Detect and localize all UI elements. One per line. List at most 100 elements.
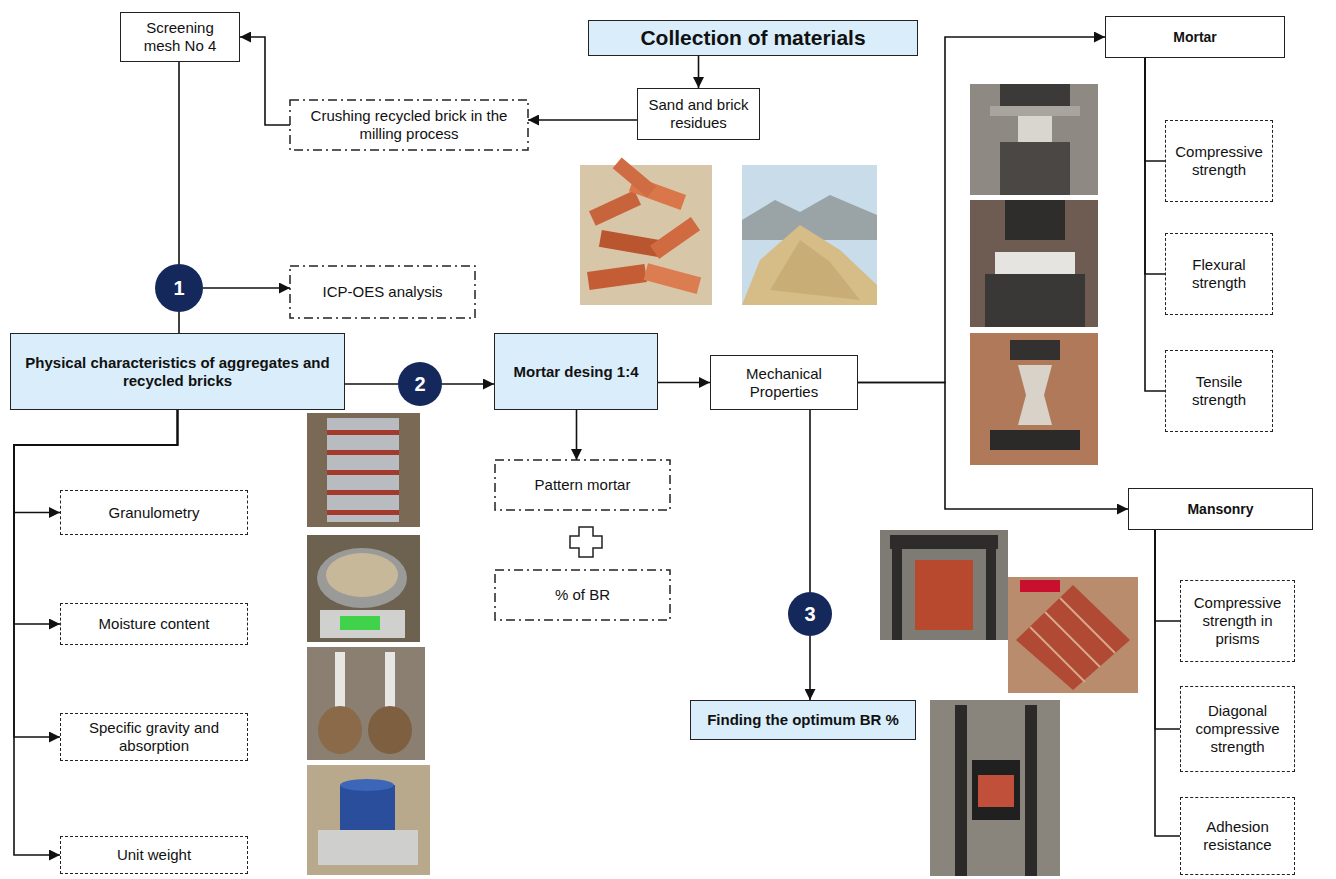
flask-photo xyxy=(368,706,412,754)
node-label: Mortar xyxy=(1173,29,1217,46)
flask-photo xyxy=(335,652,345,707)
brick-photo xyxy=(650,217,700,259)
brick-photo xyxy=(613,157,656,197)
connector-arrow xyxy=(698,56,700,88)
test-box: Compressive strength in prisms xyxy=(1180,580,1295,662)
node-label: 3 xyxy=(804,602,815,626)
node-label: Diagonal compressive strength xyxy=(1187,702,1288,756)
unit-weight-photo xyxy=(340,779,394,791)
sand-photo xyxy=(742,165,877,305)
connector-line xyxy=(809,410,811,592)
moisture-photo xyxy=(317,548,407,608)
node-label: Moisture content xyxy=(99,615,210,633)
moisture-photo xyxy=(320,610,405,638)
tensile-test-photo xyxy=(1018,365,1052,425)
sieve-photo xyxy=(327,430,399,435)
result-box: Finding the optimum BR % xyxy=(690,700,916,740)
flexural-test-photo xyxy=(1005,200,1065,240)
compression-test-photo xyxy=(1018,116,1052,142)
dashdot-outline xyxy=(290,266,475,318)
step-circle: 1 xyxy=(155,264,203,312)
moisture-photo xyxy=(307,535,420,642)
test-box: Moisture content xyxy=(60,603,248,645)
brick-photo xyxy=(644,263,702,294)
node-label: Finding the optimum BR % xyxy=(707,711,899,729)
process-box: % of BR xyxy=(495,570,670,620)
prism-test-photo xyxy=(892,549,902,640)
flask-photo xyxy=(385,652,395,707)
node-label: Mansonry xyxy=(1187,501,1253,518)
step-circle: 3 xyxy=(788,592,832,636)
plus-symbol xyxy=(570,527,602,557)
process-box: ICP-OES analysis xyxy=(290,266,475,318)
connector-arrow xyxy=(658,382,710,384)
node-label: Pattern mortar xyxy=(535,476,631,494)
flexural-test-photo xyxy=(985,274,1085,327)
node-label: Compressive strength in prisms xyxy=(1187,594,1288,648)
node-label: Specific gravity and absorption xyxy=(67,719,241,755)
adhesion-test-photo xyxy=(1025,705,1037,876)
heading-box: Collection of materials xyxy=(588,20,918,56)
node-label: Mechanical Properties xyxy=(717,365,851,401)
dashdot-outline xyxy=(290,100,528,150)
connector-arrow xyxy=(240,37,290,125)
flexural-test-photo xyxy=(970,200,1098,327)
compression-test-photo xyxy=(1000,84,1070,106)
connector-line xyxy=(1155,530,1180,729)
compression-test-photo xyxy=(970,84,1098,195)
node-label: Granulometry xyxy=(109,504,200,522)
sieve-photo xyxy=(327,510,399,515)
connector-line xyxy=(178,62,180,264)
connector-arrow xyxy=(858,37,1105,383)
node-label: Flexural strength xyxy=(1172,256,1266,292)
adhesion-test-photo xyxy=(972,760,1020,820)
category-box: Mansonry xyxy=(1128,488,1313,530)
sieve-photo xyxy=(327,418,399,522)
connector-arrow xyxy=(442,383,494,385)
node-label: % of BR xyxy=(555,586,610,604)
prism-test-photo xyxy=(890,535,998,549)
test-box: Unit weight xyxy=(60,836,248,874)
connector-line xyxy=(1145,58,1165,274)
tensile-test-photo xyxy=(1010,340,1060,360)
brick-photo xyxy=(589,190,641,226)
unit-weight-photo xyxy=(307,765,430,875)
flask-photo xyxy=(307,647,425,760)
prism-test-photo xyxy=(880,530,1008,640)
compression-test-photo xyxy=(990,106,1080,116)
tensile-test-photo xyxy=(970,333,1098,465)
node-label: 1 xyxy=(173,276,184,300)
sand-photo xyxy=(742,165,877,305)
prism-test-photo xyxy=(880,530,1008,640)
compression-test-photo xyxy=(1000,142,1070,195)
connector-line xyxy=(1145,58,1165,161)
process-box: Screening mesh No 4 xyxy=(120,12,240,62)
dashdot-outline xyxy=(495,570,670,620)
sand-photo xyxy=(742,225,877,305)
flask-photo xyxy=(318,706,362,754)
sieve-photo xyxy=(327,450,399,455)
sieve-photo xyxy=(307,413,420,527)
flexural-test-photo xyxy=(995,252,1075,274)
prism-test-photo xyxy=(915,560,973,630)
node-label: Tensile strength xyxy=(1172,373,1266,409)
connector-line xyxy=(1145,58,1165,391)
flexural-test-photo xyxy=(970,200,1098,327)
stage-box: Mortar desing 1:4 xyxy=(494,333,658,410)
step-circle: 2 xyxy=(398,362,442,406)
adhesion-test-photo xyxy=(955,705,967,876)
tensile-test-photo xyxy=(990,430,1080,450)
sand-photo xyxy=(770,240,860,300)
moisture-photo xyxy=(340,616,380,630)
node-label: Screening mesh No 4 xyxy=(127,19,233,55)
unit-weight-photo xyxy=(318,830,418,865)
test-box: Compressive strength xyxy=(1165,120,1273,202)
test-box: Flexural strength xyxy=(1165,233,1273,315)
node-label: Physical characteristics of aggregates a… xyxy=(17,354,338,390)
node-label: 2 xyxy=(414,372,425,396)
node-label: Mortar desing 1:4 xyxy=(513,363,638,381)
connector-arrow xyxy=(858,383,1128,510)
sieve-photo xyxy=(327,490,399,495)
compression-test-photo xyxy=(970,84,1098,195)
node-label: ICP-OES analysis xyxy=(322,283,442,301)
